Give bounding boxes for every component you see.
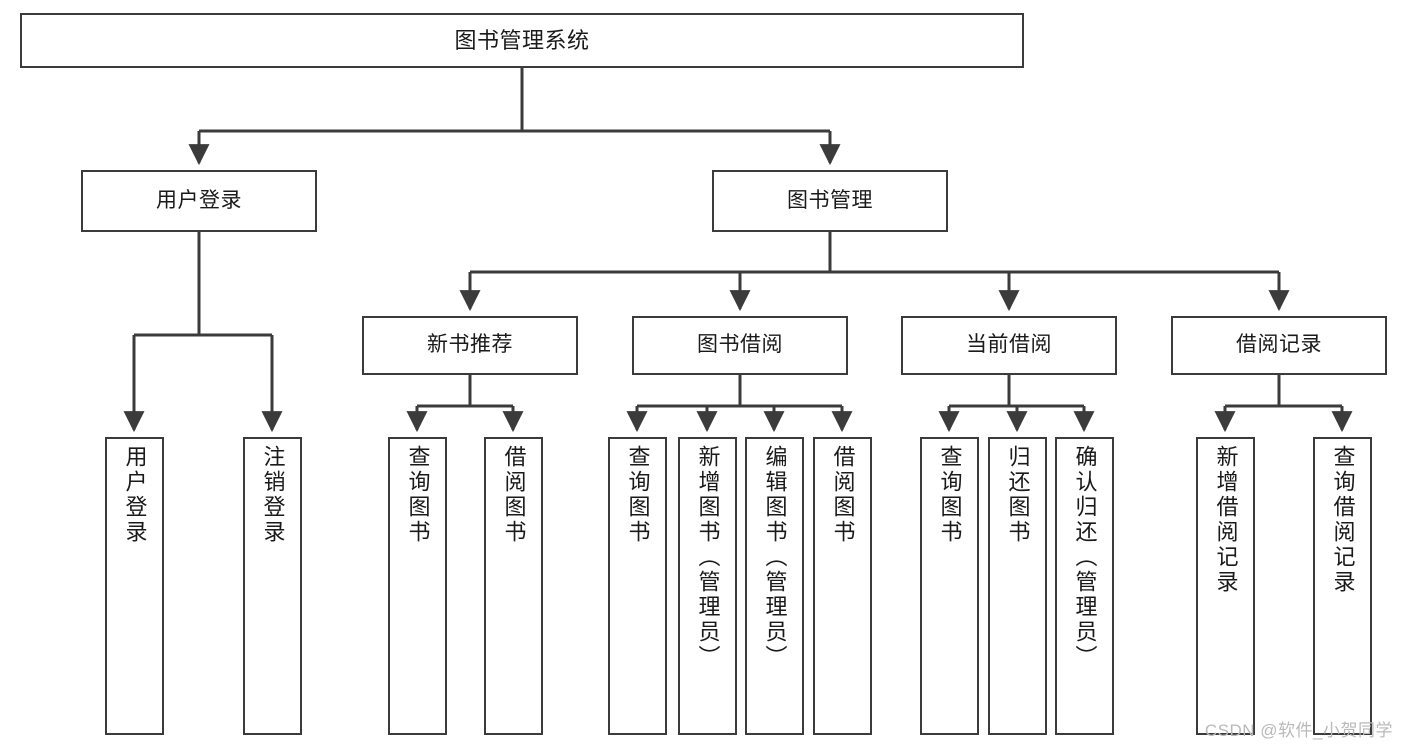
node-new-book-recommend[interactable]: 新书推荐 [362,316,578,375]
node-borrow-record[interactable]: 借阅记录 [1171,316,1387,375]
node-leaf-edit-book-label: 编辑图书（管理员） [762,445,788,670]
node-new-book-recommend-label: 新书推荐 [427,333,513,357]
watermark: CSDN @软件_小贺同学 [1204,721,1393,740]
node-leaf-confirm-return-label: 确认归还（管理员） [1072,445,1098,670]
node-current-borrow-label: 当前借阅 [966,333,1052,357]
node-leaf-query-book-2[interactable]: 查询图书 [608,437,667,735]
node-leaf-add-record-label: 新增借阅记录 [1213,445,1239,595]
node-book-manage-label: 图书管理 [787,188,873,212]
node-leaf-add-record[interactable]: 新增借阅记录 [1196,437,1255,735]
node-book-borrow[interactable]: 图书借阅 [632,316,848,375]
node-leaf-return-book[interactable]: 归还图书 [988,437,1047,735]
node-leaf-edit-book[interactable]: 编辑图书（管理员） [745,437,804,735]
node-leaf-query-book-3-label: 查询图书 [937,445,963,545]
node-leaf-query-book-1-label: 查询图书 [405,445,431,545]
node-leaf-borrow-book-1-label: 借阅图书 [501,445,527,545]
node-leaf-logout-label: 注销登录 [260,445,286,545]
node-leaf-add-book[interactable]: 新增图书（管理员） [678,437,737,735]
node-book-borrow-label: 图书借阅 [697,333,783,357]
node-root[interactable]: 图书管理系统 [20,13,1024,68]
node-leaf-user-login-label: 用户登录 [122,445,148,545]
node-user-login[interactable]: 用户登录 [81,170,317,232]
node-leaf-borrow-book-1[interactable]: 借阅图书 [484,437,543,735]
node-leaf-user-login[interactable]: 用户登录 [105,437,164,735]
node-leaf-add-book-label: 新增图书（管理员） [695,445,721,670]
node-leaf-query-book-3[interactable]: 查询图书 [920,437,979,735]
node-leaf-query-book-2-label: 查询图书 [625,445,651,545]
node-root-label: 图书管理系统 [454,27,590,53]
node-borrow-record-label: 借阅记录 [1236,333,1322,357]
node-leaf-logout[interactable]: 注销登录 [243,437,302,735]
node-book-manage[interactable]: 图书管理 [712,170,948,232]
node-leaf-borrow-book-2-label: 借阅图书 [830,445,856,545]
node-leaf-borrow-book-2[interactable]: 借阅图书 [813,437,872,735]
node-leaf-query-book-1[interactable]: 查询图书 [388,437,447,735]
node-leaf-query-record[interactable]: 查询借阅记录 [1313,437,1372,735]
node-current-borrow[interactable]: 当前借阅 [901,316,1117,375]
node-leaf-return-book-label: 归还图书 [1005,445,1031,545]
node-leaf-query-record-label: 查询借阅记录 [1330,445,1356,595]
node-user-login-label: 用户登录 [156,188,242,212]
node-leaf-confirm-return[interactable]: 确认归还（管理员） [1055,437,1114,735]
